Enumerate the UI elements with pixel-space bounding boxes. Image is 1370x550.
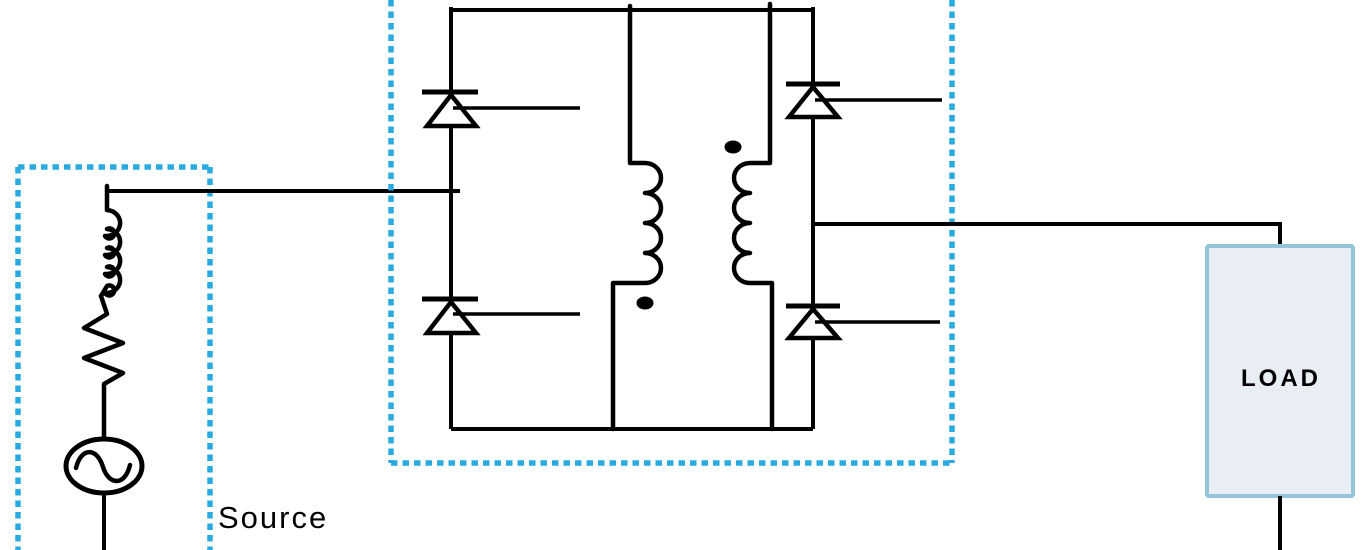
ac-sine-wave xyxy=(73,449,133,484)
output-wire xyxy=(813,222,1282,247)
load-label: LOAD xyxy=(1241,365,1321,392)
inductor-symbol xyxy=(98,183,123,299)
thyristor-triangle xyxy=(784,83,843,120)
ac-source-symbol xyxy=(63,436,145,496)
thyristor-triangle xyxy=(422,91,481,129)
source-label: Source xyxy=(218,500,328,535)
resistor-symbol xyxy=(81,293,126,442)
transformer xyxy=(610,1,775,432)
converter-box xyxy=(388,0,955,466)
load: LOAD xyxy=(1205,244,1355,550)
thyristor-lower-right xyxy=(784,303,940,341)
thyristor-upper-left xyxy=(422,89,580,129)
thyristor-upper-right xyxy=(784,81,942,120)
transformer-winding-right xyxy=(731,1,775,432)
converter-dashed-border xyxy=(388,0,955,466)
transformer-winding-left xyxy=(610,3,664,432)
polarity-dot-right xyxy=(724,140,742,154)
source-dashed-border xyxy=(15,164,213,550)
thyristor-triangle xyxy=(422,298,481,336)
source-box xyxy=(15,164,213,550)
polarity-dot-left xyxy=(636,296,654,310)
thyristor-lower-left xyxy=(422,296,580,336)
